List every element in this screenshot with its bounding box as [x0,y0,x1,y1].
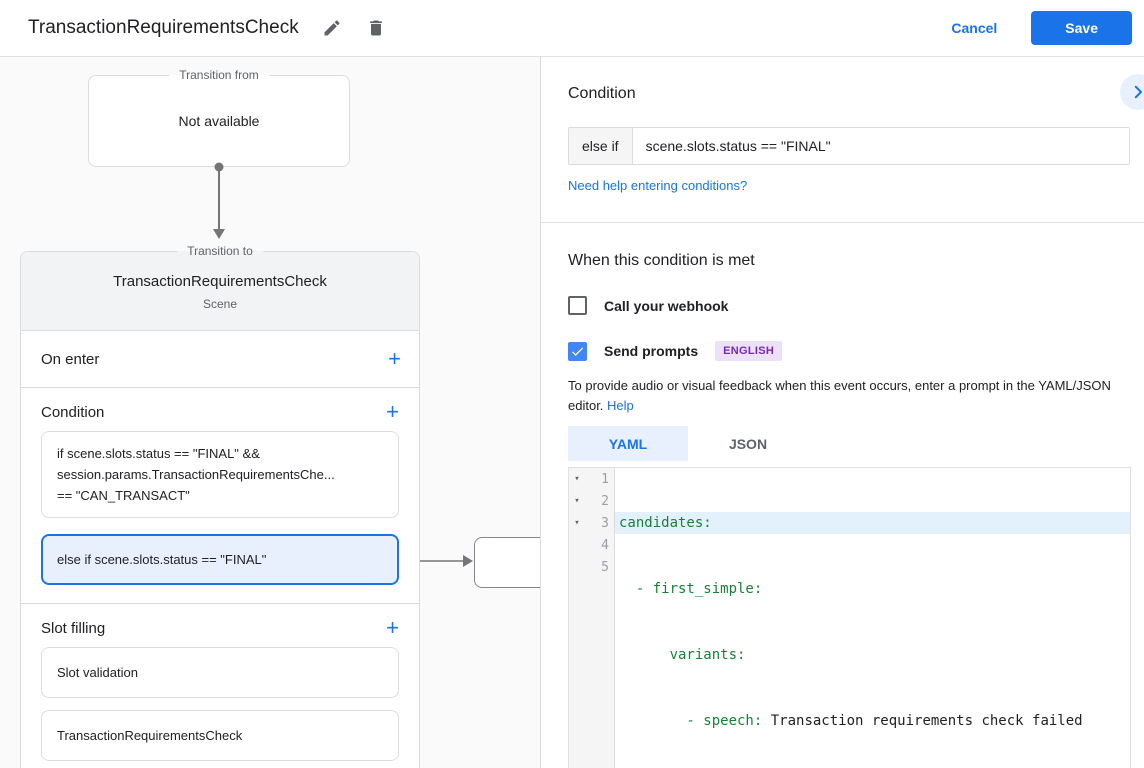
when-met-title: When this condition is met [568,252,755,269]
condition-section-label: Condition [41,403,105,421]
condition-item-1-line3: == "CAN_TRANSACT" [57,488,190,503]
save-button[interactable]: Save [1031,11,1132,45]
transition-to-card: Transition to TransactionRequirementsChe… [20,244,420,768]
prompts-description-text: To provide audio or visual feedback when… [568,378,1111,413]
page-title: TransactionRequirementsCheck [28,17,299,38]
condition-section: Condition + if scene.slots.status == "FI… [21,388,419,604]
transition-to-legend: Transition to [177,244,263,258]
condition-item-1-line1: if scene.slots.status == "FINAL" && [57,446,260,461]
tab-yaml[interactable]: YAML [568,426,688,461]
scene-flow-canvas: Transition from Not available Transition… [0,57,541,768]
code-line: - speech: Transaction requirements check… [619,713,1083,729]
editor-code-area[interactable]: candidates: - first_simple: variants: - … [615,468,1130,768]
slot-item-transaction[interactable]: TransactionRequirementsCheck [41,710,399,761]
line-number: 2 [601,493,609,509]
condition-panel-title: Condition [568,85,636,102]
fold-arrow-icon[interactable]: ▾ [574,474,580,484]
code-line: - first_simple: [619,581,763,597]
top-bar: TransactionRequirementsCheck Cancel Save [0,0,1144,57]
add-on-enter-icon[interactable]: + [388,346,401,371]
line-number: 5 [601,559,609,575]
when-met-section: When this condition is met Call your web… [541,223,1144,768]
editor-format-tabs: YAML JSON [568,426,1130,461]
tab-json[interactable]: JSON [728,435,768,452]
edit-icon[interactable] [321,17,343,39]
transition-target-box[interactable] [474,537,540,588]
send-prompts-row: Send prompts ENGLISH [568,341,1130,361]
yaml-code-editor[interactable]: ▾ 1 ▾ 2 ▾ 3 4 5 candidates: - first_simple:… [568,467,1131,768]
send-prompts-label: Send prompts [604,343,699,359]
transition-from-box: Transition from Not available [88,68,350,167]
call-webhook-checkbox[interactable] [568,296,587,315]
add-condition-icon[interactable]: + [386,399,399,424]
language-badge: ENGLISH [715,341,783,361]
help-link[interactable]: Help [607,398,634,413]
transition-from-value: Not available [178,113,260,129]
condition-detail-panel: Condition else if Need help entering con… [541,57,1144,768]
condition-expression-input[interactable] [632,128,1129,164]
on-enter-section[interactable]: On enter + [21,331,419,388]
scene-card-header[interactable]: TransactionRequirementsCheck Scene [21,252,419,331]
panel-divider [541,222,1144,223]
add-slot-icon[interactable]: + [386,615,399,640]
transition-from-legend: Transition from [169,68,269,82]
call-webhook-label: Call your webhook [604,297,729,314]
editor-gutter: ▾ 1 ▾ 2 ▾ 3 4 5 [569,468,615,768]
condition-item-1-line2: session.params.TransactionRequirementsCh… [57,467,335,482]
on-enter-label: On enter [41,350,100,368]
condition-operator-label: else if [569,128,633,164]
delete-icon[interactable] [365,17,387,39]
prompts-description: To provide audio or visual feedback when… [568,376,1130,416]
condition-item-2-selected[interactable]: else if scene.slots.status == "FINAL" [41,534,399,585]
fold-arrow-icon[interactable]: ▾ [574,496,580,506]
check-icon [572,346,584,356]
line-number: 4 [601,537,609,553]
line-number: 1 [601,471,609,487]
cancel-button[interactable]: Cancel [951,20,998,36]
collapse-panel-button[interactable] [1120,74,1144,110]
fold-arrow-icon[interactable]: ▾ [574,518,580,528]
chevron-right-icon [1129,83,1144,101]
condition-help-link[interactable]: Need help entering conditions? [568,178,748,193]
condition-item-1[interactable]: if scene.slots.status == "FINAL" && sess… [41,431,399,518]
webhook-row: Call your webhook [568,296,1130,315]
send-prompts-checkbox[interactable] [568,341,587,361]
code-line: candidates: [615,512,1130,534]
scene-type-label: Scene [202,297,238,311]
code-line: variants: [619,647,746,663]
slot-item-validation[interactable]: Slot validation [41,647,399,698]
condition-editor-section: Condition else if Need help entering con… [541,57,1144,222]
slot-filling-label: Slot filling [41,619,106,637]
line-number: 3 [601,515,609,531]
scene-name: TransactionRequirementsCheck [113,273,327,290]
slot-filling-section: Slot filling + Slot validation Transacti… [21,604,419,768]
condition-expression-row: else if [568,127,1130,165]
